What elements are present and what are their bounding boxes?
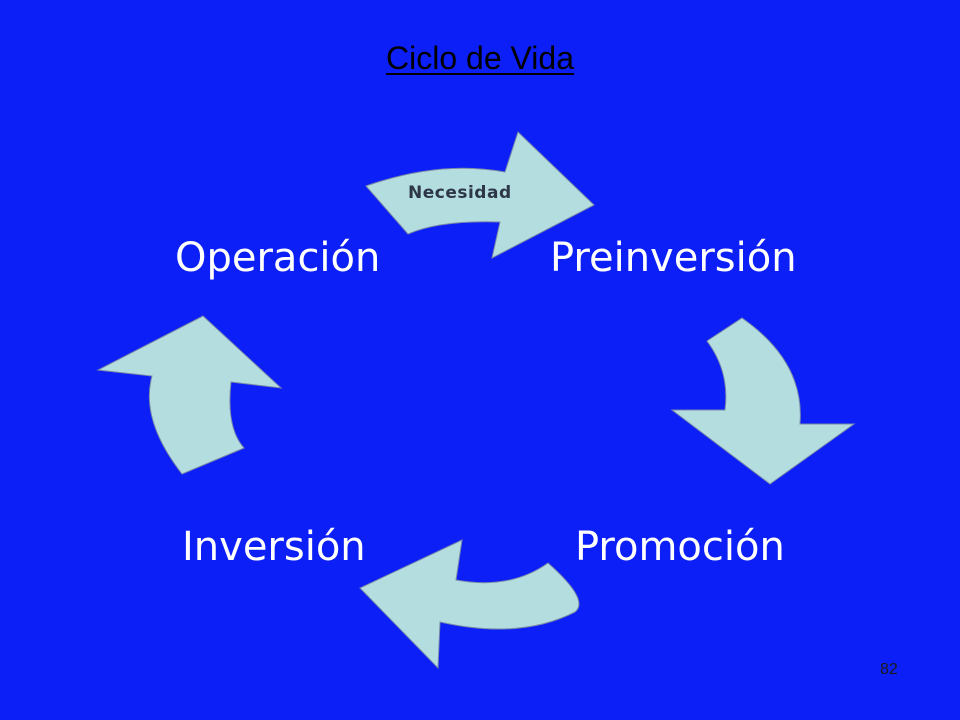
stage-operacion: Operación (175, 235, 381, 281)
arrow-promocion-to-inversion (359, 539, 580, 670)
slide-title: Ciclo de Vida (0, 40, 960, 77)
page-number: 82 (880, 661, 898, 678)
stage-promocion: Promoción (575, 524, 785, 570)
arrow-operacion-to-preinversion (365, 131, 595, 259)
arrow-inversion-to-operacion (96, 315, 283, 475)
stage-preinversion: Preinversión (550, 235, 797, 281)
arrow-preinversion-to-promocion (670, 317, 856, 485)
stage-inversion: Inversión (182, 524, 366, 570)
arrow-label-necesidad: Necesidad (408, 183, 512, 203)
slide-title-text: Ciclo de Vida (386, 40, 574, 76)
